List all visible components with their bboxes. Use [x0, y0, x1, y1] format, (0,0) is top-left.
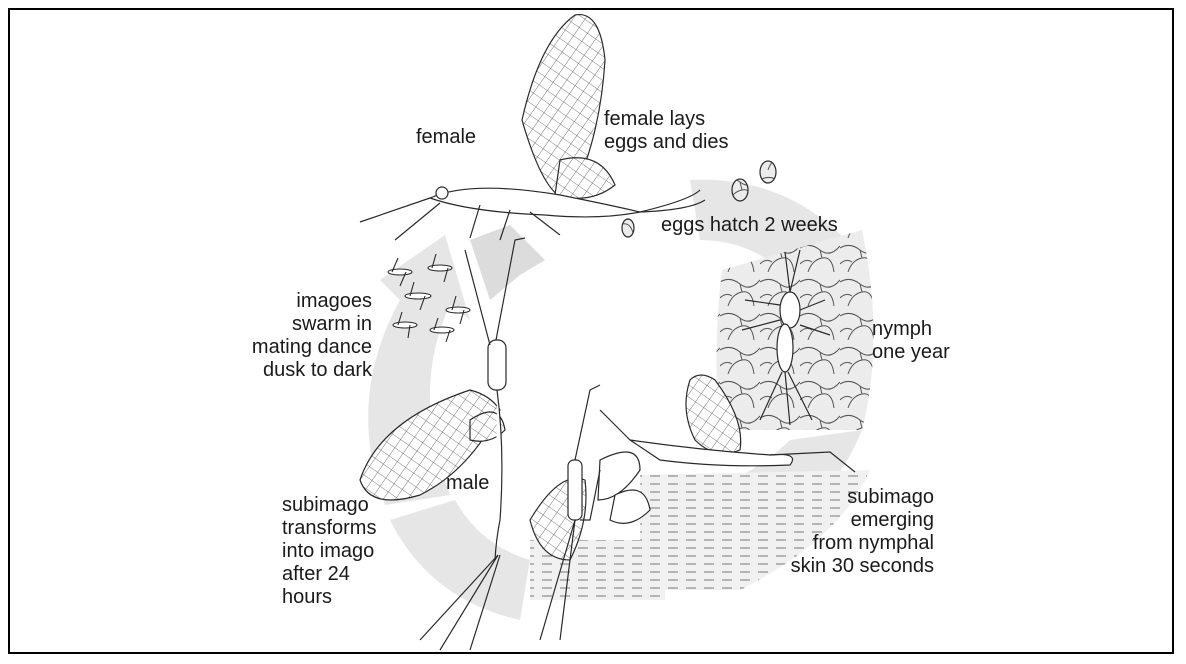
label-subimago-emerging: subimago emerging from nymphal skin 30 s… — [784, 486, 934, 578]
label-eggs-hatch: eggs hatch 2 weeks — [661, 214, 838, 237]
label-imagoes-swarm: imagoes swarm in mating dance dusk to da… — [222, 290, 372, 382]
egg-2 — [732, 179, 748, 201]
cycle-arrow-head-top — [470, 225, 545, 300]
label-nymph: nymph one year — [872, 318, 950, 364]
male-subimago-on-plant — [530, 385, 650, 640]
label-female-lays-eggs: female lays eggs and dies — [604, 108, 729, 154]
egg-1 — [760, 161, 776, 183]
label-male: male — [446, 472, 489, 495]
label-female: female — [416, 126, 476, 149]
cycle-arrow-segment-subimago — [390, 500, 530, 620]
label-subimago-transforms: subimago transforms into imago after 24 … — [282, 494, 376, 609]
nymph-habitat — [716, 230, 873, 430]
